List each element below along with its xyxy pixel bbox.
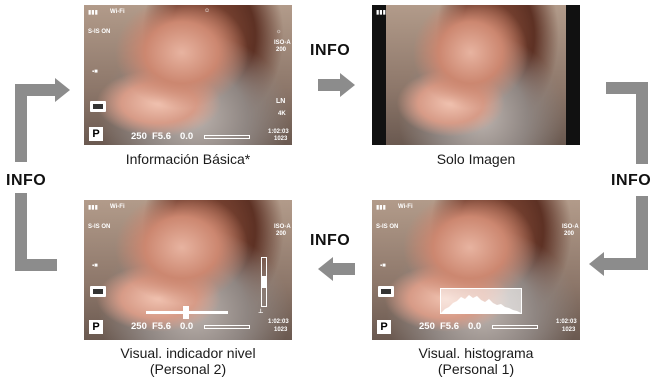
video-label: 4K: [278, 111, 286, 117]
aperture-value: F5.6: [152, 321, 172, 332]
vertical-level-gauge: [261, 257, 267, 307]
left-bracket-lower-vertical: [15, 193, 27, 259]
wifi-label: Wi-Fi: [398, 204, 413, 210]
caption-image-only: Solo Imagen: [436, 151, 516, 167]
iso-value: 200: [276, 231, 287, 237]
quality-label: LN: [276, 98, 286, 105]
battery-icon: ▮▮▮: [88, 205, 98, 211]
vertical-level-marker: [262, 276, 266, 288]
right-bracket-vertical: [636, 82, 648, 164]
info-label-bottom: INFO: [310, 232, 351, 249]
time-label: 1:02:03: [268, 319, 289, 325]
left-bracket-vertical: [15, 84, 27, 162]
arrow-right-icon: [318, 79, 340, 91]
wifi-label: Wi-Fi: [110, 204, 125, 210]
time-label: 1:02:03: [268, 129, 289, 135]
iso-value: 200: [276, 47, 287, 53]
aperture-value: F5.6: [152, 131, 172, 142]
exposure-value: 0.0: [468, 321, 482, 332]
caption-histogram: Visual. histograma (Personal 1): [348, 345, 604, 377]
arrow-left-icon: [333, 263, 355, 275]
aperture-value: F5.6: [440, 321, 460, 332]
shooting-mode-badge: P: [89, 320, 103, 334]
level-tick-icon: ⊥: [258, 309, 264, 315]
info-label-left: INFO: [6, 172, 47, 189]
left-bracket-top: [15, 84, 55, 96]
caption-basic: Información Básica*: [125, 151, 251, 167]
shooting-mode-badge: P: [377, 320, 391, 334]
af-mode-icon: [90, 286, 106, 297]
shutter-value: 250: [419, 321, 435, 332]
arrow-left-head-icon: [318, 257, 333, 281]
info-label-right: INFO: [611, 172, 652, 189]
stabilizer-label: S-IS ON: [376, 224, 399, 230]
panel-photo: [386, 5, 566, 145]
battery-icon: ▮▮▮: [376, 10, 386, 16]
drive-icon: ▪■: [92, 263, 98, 269]
iso-label: ISO-A: [274, 40, 291, 46]
af-mode-icon: [378, 286, 394, 297]
panel-image-only: ▮▮▮: [372, 5, 580, 145]
drive-icon: ▪■: [380, 263, 386, 269]
right-bracket-bottom: [604, 258, 648, 270]
drive-icon: ▪■: [92, 69, 98, 75]
panel-level-indicator: ▮▮▮ Wi-Fi S-IS ON ISO-A 200 ▪■ ⊥ P 250 F…: [84, 200, 292, 340]
info-label-top: INFO: [310, 42, 351, 59]
exposure-scale: [204, 135, 250, 139]
panel-photo: [372, 200, 580, 340]
histogram-graph: [441, 295, 521, 313]
exposure-scale: [492, 325, 538, 329]
stabilizer-label: S-IS ON: [88, 224, 111, 230]
wb-icon: ☼: [276, 29, 282, 35]
time-label: 1:02:03: [556, 319, 577, 325]
shots-remaining: 1023: [274, 136, 288, 142]
right-bracket-lower-vertical: [636, 196, 648, 270]
panel-basic-info: ▮▮▮ Wi-Fi ☺ S-IS ON ☼ ISO-A 200 ▪■ LN 4K…: [84, 5, 292, 145]
shutter-value: 250: [131, 131, 147, 142]
arrow-right-down-head-icon: [589, 252, 604, 276]
caption-level-indicator: Visual. indicador nivel (Personal 2): [60, 345, 316, 377]
panel-photo: [84, 5, 292, 145]
arrow-right-head-icon: [340, 73, 355, 97]
exposure-scale: [204, 325, 250, 329]
face-icon: ☺: [204, 8, 211, 14]
shooting-mode-badge: P: [89, 127, 103, 141]
iso-label: ISO-A: [274, 224, 291, 230]
exposure-value: 0.0: [180, 321, 194, 332]
shots-remaining: 1023: [274, 327, 288, 333]
left-bracket-bottom: [15, 259, 57, 271]
shots-remaining: 1023: [562, 327, 576, 333]
shutter-value: 250: [131, 321, 147, 332]
caption-histogram-line2: (Personal 1): [437, 361, 515, 377]
stabilizer-label: S-IS ON: [88, 29, 111, 35]
horizontal-level-marker: [183, 306, 189, 319]
panel-histogram: ▮▮▮ Wi-Fi S-IS ON ISO-A 200 ▪■ P 250 F5.…: [372, 200, 580, 340]
exposure-value: 0.0: [180, 131, 194, 142]
caption-level-line1: Visual. indicador nivel: [120, 345, 256, 361]
battery-icon: ▮▮▮: [88, 10, 98, 16]
iso-value: 200: [564, 231, 575, 237]
af-mode-icon: [90, 101, 106, 112]
arrow-left-up-head-icon: [55, 78, 70, 102]
histogram-box: [440, 288, 522, 314]
iso-label: ISO-A: [562, 224, 579, 230]
caption-level-line2: (Personal 2): [149, 361, 227, 377]
battery-icon: ▮▮▮: [376, 205, 386, 211]
wifi-label: Wi-Fi: [110, 9, 125, 15]
caption-histogram-line1: Visual. histograma: [418, 345, 534, 361]
